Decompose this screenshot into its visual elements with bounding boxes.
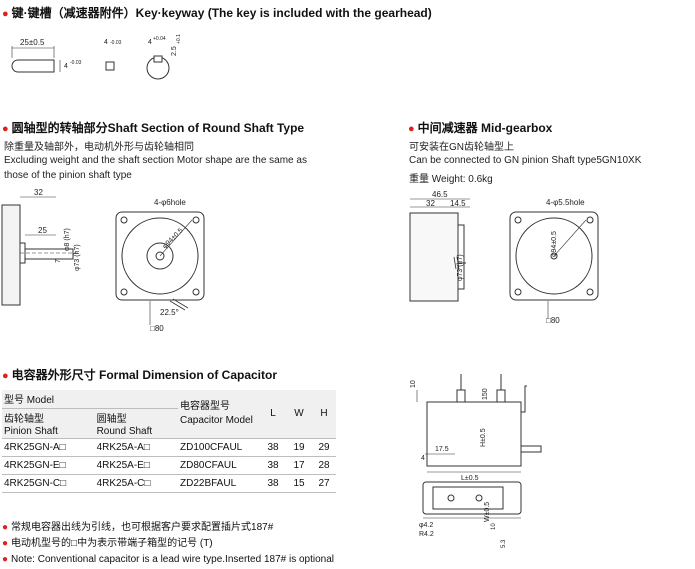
round-len-32: 32 [34,188,43,197]
key-drawing: 25±0.5 4 -0.03 4 -0.03 4 +0.04 2.5 +0.1 [11,34,182,80]
table-row: 4RK25GN-C□ 4RK25A-C□ ZD22BFAUL 38 15 27 [2,474,336,493]
keyway-width-tol: -0.03 [110,40,122,46]
key-length-label: 25±0.5 [20,38,45,47]
round-shaft-side-view [1,196,80,306]
capacitor-bottom-view [422,481,522,519]
capacitor-front-view [416,374,542,473]
cap-l-label: L±0.5 [461,475,479,482]
mid-gearbox-desc-cn: 可安装在GN齿轮轴型上 [409,142,514,153]
round-shaft-drawing: 32 25 7 φ8 (h7) φ73 (h7) 4-φ6hole φ94±0.… [1,188,205,333]
key-height-tol: -0.03 [70,60,82,66]
bullet-icon: ● [2,123,9,135]
cap-d17-5-label: 17.5 [435,446,449,453]
mid-len-46-5: 46.5 [432,190,448,199]
key-plan-view [11,46,61,73]
round-shaft-title: ●圆轴型的转轴部分Shaft Section of Round Shaft Ty… [2,121,305,135]
cap-phi-4-2-label: φ4.2 [419,522,433,529]
mid-gearbox-side-view [409,198,470,302]
header-model: 型号 Model [2,390,178,409]
cap-d4-label: 4 [421,455,425,462]
round-shaft-desc-en-2: those of the pinion shaft type [4,170,132,181]
capacitor-title: ●电容器外形尺寸 Formal Dimension of Capacitor [2,368,278,382]
cap-d5-3-label: 5.3 [501,539,507,548]
header-round-en: Round Shaft [94,424,178,439]
cap-d10-label: 10 [410,380,417,388]
keyway-width-label: 4 [104,39,108,46]
note-3: ●Note: Conventional capacitor is a lead … [2,554,335,565]
bullet-icon: ● [2,522,9,533]
mid-gearbox-drawing: 46.5 32 14.5 φ73 (h7) 4-φ5.5hole φ94±0.5… [409,190,599,325]
mid-len-14-5: 14.5 [450,199,466,208]
mid-gearbox-front-view [509,211,599,319]
key-section-title: ●键·键槽（减速器附件）Key·keyway (The key is inclu… [2,6,432,20]
capacitor-drawing: 10 150 H±0.5 17.5 4 L±0.5 W±0.5 10 φ4.2 … [410,374,542,548]
cap-d10b-label: 10 [491,523,497,530]
note-2: ●电动机型号的□中为表示带端子箱型的记号 (T) [2,538,213,549]
header-pinion-cn: 齿轮轴型 [2,408,95,425]
round-holes-label: 4-φ6hole [154,198,186,207]
note-1: ●常规电容器出线为引线，也可根据客户要求配置插片式187# [2,522,274,533]
mid-gearbox-desc-en: Can be connected to GN pinion Shaft type… [409,155,642,166]
bullet-icon: ● [2,538,9,549]
cap-w-label: W±0.5 [484,502,491,522]
header-round-cn: 圆轴型 [94,408,178,425]
cap-d150-label: 150 [482,388,489,400]
bullet-icon: ● [2,554,9,565]
capacitor-notes: ●常规电容器出线为引线，也可根据客户要求配置插片式187# ●电动机型号的□中为… [2,520,334,568]
mid-square-label: □80 [546,316,560,325]
round-shaft-dia: φ8 (h7) [64,228,71,251]
mid-gearbox-weight: 重量 Weight: 0.6kg [409,174,493,185]
slot-width-tol: +0.04 [153,36,166,42]
round-shaft-desc-en-1: Excluding weight and the shaft section M… [4,155,307,166]
bullet-icon: ● [408,123,415,135]
header-W: W [286,390,312,439]
table-row: 4RK25GN-A□ 4RK25A-A□ ZD100CFAUL 38 19 29 [2,438,336,457]
bullet-icon: ● [2,8,9,20]
slot-depth-label: 2.5 [171,46,178,56]
key-section-view [105,61,115,71]
round-square-label: □80 [150,324,164,333]
header-H: H [312,390,336,439]
key-height-label: 4 [64,63,68,70]
header-L: L [260,390,286,439]
slot-width-label: 4 [148,39,152,46]
round-shaft-desc-cn: 除重量及轴部外，电动机外形与齿轮轴相同 [4,142,194,153]
table-row: 4RK25GN-E□ 4RK25A-E□ ZD80CFAUL 38 17 28 [2,456,336,475]
mid-pilot-dia: φ73 (h7) [457,254,464,281]
round-pilot-dia: φ73 (h7) [74,244,81,271]
slot-depth-tol: +0.1 [176,34,182,44]
round-len-7: 7 [55,259,62,263]
cap-r4-2-label: R4.2 [419,531,434,538]
header-capacitor: 电容器型号 Capacitor Model [178,390,260,439]
header-pinion-en: Pinion Shaft [2,424,95,439]
mid-len-32: 32 [426,199,435,208]
capacitor-table: 型号 Model 电容器型号 Capacitor Model L W H 齿轮轴… [2,390,336,493]
round-shaft-front-view [115,211,205,325]
cap-h-label: H±0.5 [480,428,487,447]
mid-gearbox-title: ●中间减速器 Mid-gearbox [408,121,553,135]
mid-pcd-label: φ94±0.5 [551,231,558,257]
table-header-row: 型号 Model 电容器型号 Capacitor Model L W H [2,390,336,439]
bullet-icon: ● [2,370,9,382]
mid-holes-label: 4-φ5.5hole [546,198,585,207]
round-angle-label: 22.5° [160,308,179,317]
round-len-25: 25 [38,226,47,235]
shaft-section-view [146,55,170,80]
